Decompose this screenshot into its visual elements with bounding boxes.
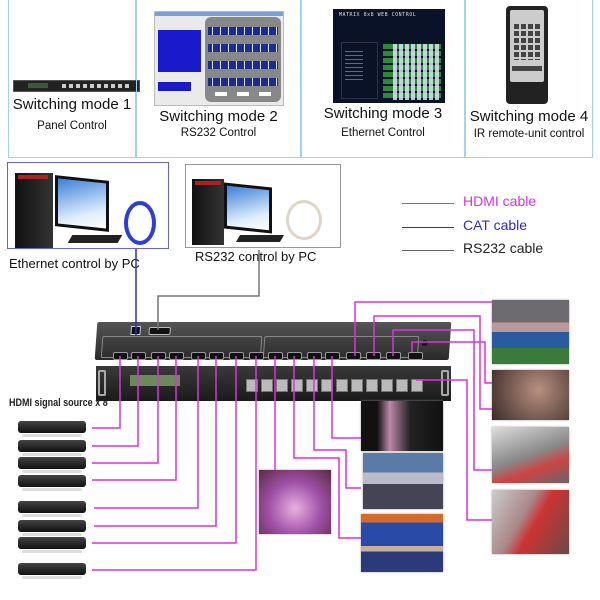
rs232-pc-label: RS232 control by PC bbox=[195, 249, 317, 264]
mode-panel-control: Switching mode 1 Panel Control bbox=[8, 0, 140, 158]
ethernet-pc-label: Ethernet control by PC bbox=[9, 256, 140, 271]
display-runner bbox=[492, 490, 569, 554]
legend-label-rs232: RS232 cable bbox=[463, 240, 544, 256]
hdmi-input-cable-5 bbox=[94, 356, 199, 509]
lcd-display bbox=[130, 375, 180, 386]
mode-title: Switching mode 3 bbox=[323, 105, 443, 122]
front-panel-button-8[interactable] bbox=[351, 379, 363, 392]
mode-title: Switching mode 2 bbox=[159, 108, 278, 125]
pc-tower-icon bbox=[15, 173, 53, 248]
serial-cable-icon bbox=[286, 200, 322, 240]
rack-handle-right bbox=[441, 370, 449, 396]
display-conference-room bbox=[363, 453, 443, 509]
hdmi-source-device bbox=[18, 421, 86, 437]
hdmi-input-cable-7 bbox=[92, 356, 237, 544]
web-control-title: MATRIX 8x8 WEB CONTROL bbox=[339, 12, 417, 18]
sources-label: HDMI signal source x 8 bbox=[9, 397, 108, 409]
hdmi-source-device bbox=[18, 563, 86, 579]
front-panel-button-enter[interactable] bbox=[366, 379, 378, 392]
front-panel-button-7[interactable] bbox=[336, 379, 348, 392]
rs232-software-image bbox=[154, 11, 284, 106]
hdmi-input-cable-6 bbox=[94, 356, 217, 527]
mode-rs232-control: Switching mode 2 RS232 Control bbox=[136, 0, 301, 158]
mode-subtitle: Panel Control bbox=[37, 120, 107, 132]
ir-remote-image bbox=[506, 6, 548, 104]
hdmi-source-device bbox=[18, 440, 86, 456]
legend-label-cat: CAT cable bbox=[463, 217, 528, 233]
hdmi-input-cable-8 bbox=[92, 356, 257, 571]
hdmi-output-port bbox=[408, 352, 423, 360]
mode-subtitle: RS232 Control bbox=[180, 127, 257, 139]
rs232-pc-box bbox=[185, 164, 341, 248]
display-sprinter-start bbox=[492, 370, 569, 420]
mode-subtitle: Ethernet Control bbox=[341, 127, 425, 139]
rack-unit-image bbox=[13, 80, 140, 92]
legend-swatch-cat bbox=[402, 227, 454, 228]
legend-swatch-hdmi bbox=[402, 203, 454, 204]
display-gymnast bbox=[361, 401, 443, 451]
mode-ethernet-control: MATRIX 8x8 WEB CONTROL Switching mode 3 … bbox=[301, 0, 465, 158]
display-tennis-player bbox=[492, 300, 569, 364]
mode-ir-control: Switching mode 4 IR remote-unit control bbox=[465, 0, 593, 158]
hdmi-output-cable-7 bbox=[392, 329, 492, 471]
front-panel-button-2[interactable] bbox=[261, 379, 273, 392]
front-panel-button-recall[interactable] bbox=[381, 379, 393, 392]
front-panel-button-lock[interactable] bbox=[396, 379, 408, 392]
mode-title: Switching mode 4 bbox=[469, 108, 589, 125]
mode-subtitle: IR remote-unit control bbox=[473, 128, 585, 140]
rack-handle-left bbox=[98, 370, 106, 396]
hdmi-output-cable-8 bbox=[416, 379, 492, 521]
hdmi-output-cable-5 bbox=[354, 301, 492, 356]
hdmi-source-device bbox=[18, 537, 86, 553]
hdmi-output-cable-6 bbox=[373, 315, 492, 410]
front-panel-button-3[interactable] bbox=[276, 379, 288, 392]
hdmi-output-port bbox=[346, 352, 361, 360]
hdmi-input-cable-1 bbox=[92, 356, 121, 429]
hdmi-output-cable-3 bbox=[313, 356, 361, 489]
hdmi-output-cable-2 bbox=[293, 356, 361, 539]
hdmi-source-device bbox=[18, 501, 86, 517]
hdmi-input-cable-2 bbox=[92, 356, 139, 447]
hdmi-source-device bbox=[18, 475, 86, 491]
display-auditorium bbox=[361, 514, 443, 572]
mode-title: Switching mode 1 bbox=[12, 96, 132, 113]
display-soccer-player bbox=[492, 427, 569, 483]
hdmi-source-device bbox=[18, 520, 86, 536]
display-banquet-hall bbox=[259, 470, 331, 534]
front-panel-button-1[interactable] bbox=[246, 379, 258, 392]
ethernet-pc-box bbox=[7, 162, 169, 249]
hdmi-input-cable-4 bbox=[92, 356, 177, 481]
legend-swatch-rs232 bbox=[402, 250, 454, 251]
front-panel-button-5[interactable] bbox=[306, 379, 318, 392]
legend-label-hdmi: HDMI cable bbox=[463, 193, 537, 209]
rs232-cable bbox=[157, 250, 260, 330]
hdmi-source-device bbox=[18, 457, 86, 473]
pc-tower-icon bbox=[192, 179, 224, 245]
hdmi-input-cable-3 bbox=[92, 356, 159, 464]
network-cable-icon bbox=[124, 201, 156, 245]
web-control-image: MATRIX 8x8 WEB CONTROL bbox=[333, 9, 445, 103]
hdmi-output-cable-4 bbox=[331, 356, 361, 439]
